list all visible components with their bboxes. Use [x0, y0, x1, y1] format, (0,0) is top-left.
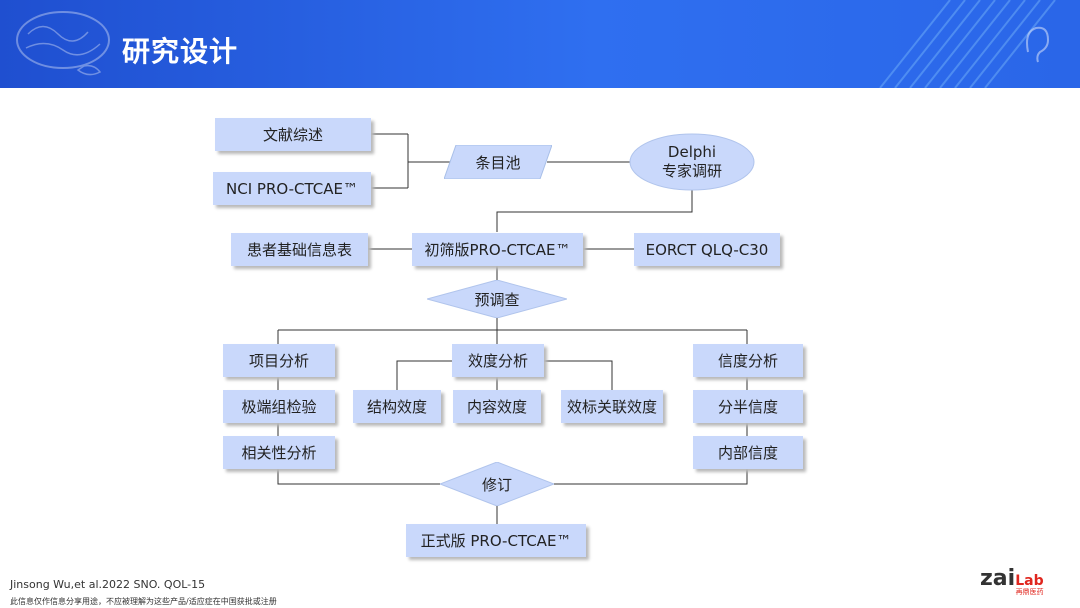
logo-accent: Lab: [1015, 573, 1044, 589]
extreme-group-label: 极端组检验: [241, 398, 317, 416]
item-analysis-box: 项目分析: [223, 344, 335, 377]
eortc-label: EORCT QLQ-C30: [645, 240, 769, 259]
item-pool-parallelogram: 条目池: [444, 145, 552, 179]
structural-validity-label: 结构效度: [366, 398, 427, 416]
revise-label: 修订: [481, 475, 512, 494]
patient-info-box: 患者基础信息表: [231, 233, 368, 266]
internal-reliability-label: 内部信度: [717, 444, 778, 462]
delphi-ellipse: Delphi 专家调研: [628, 132, 756, 192]
initial-version-box: 初筛版PRO-CTCAE™: [412, 233, 583, 266]
delphi-line2: 专家调研: [661, 162, 722, 180]
item-pool-label: 条目池: [475, 153, 521, 172]
initial-version-label: 初筛版PRO-CTCAE™: [424, 241, 571, 259]
header-banner: 研究设计: [0, 0, 1080, 88]
reliability-label: 信度分析: [717, 352, 778, 370]
reliability-box: 信度分析: [693, 344, 803, 377]
decorative-pattern: [879, 0, 1056, 88]
page-title: 研究设计: [122, 35, 239, 68]
correlation-box: 相关性分析: [223, 436, 335, 469]
final-version-box: 正式版 PRO-CTCAE™: [406, 524, 586, 557]
delphi-line1: Delphi: [667, 143, 717, 161]
structural-validity-box: 结构效度: [353, 390, 441, 423]
validity-label: 效度分析: [467, 352, 528, 370]
citation-text: Jinsong Wu,et al.2022 SNO. QOL-15: [10, 578, 206, 591]
content-validity-box: 内容效度: [453, 390, 541, 423]
item-analysis-label: 项目分析: [248, 352, 309, 370]
delphi-label: Delphi 专家调研: [628, 132, 756, 192]
lit-review-box: 文献综述: [215, 118, 371, 151]
criterion-validity-box: 效标关联效度: [561, 390, 663, 423]
nci-label: NCI PRO-CTCAE™: [226, 179, 358, 198]
pretest-diamond: 预调查: [427, 280, 567, 318]
revise-diamond: 修订: [440, 462, 554, 506]
patient-info-label: 患者基础信息表: [246, 241, 352, 259]
validity-box: 效度分析: [452, 344, 544, 377]
zailab-logo: zaiLab 再鼎医药: [980, 566, 1044, 597]
extreme-group-box: 极端组检验: [223, 390, 335, 423]
split-half-label: 分半信度: [717, 398, 778, 416]
brain-icon: [16, 11, 110, 76]
split-half-box: 分半信度: [693, 390, 803, 423]
nci-box: NCI PRO-CTCAE™: [213, 172, 371, 205]
final-version-label: 正式版 PRO-CTCAE™: [420, 532, 572, 550]
correlation-label: 相关性分析: [241, 444, 317, 462]
eortc-box: EORCT QLQ-C30: [634, 233, 780, 266]
logo-sub: 再鼎医药: [1015, 588, 1044, 596]
criterion-validity-label: 效标关联效度: [566, 398, 657, 416]
logo-main: zai: [980, 566, 1016, 591]
pretest-label: 预调查: [474, 290, 520, 309]
internal-reliability-box: 内部信度: [693, 436, 803, 469]
lit-review-label: 文献综述: [262, 126, 323, 144]
disclaimer-text: 此信息仅作信息分享用途，不应被理解为这些产品/适应症在中国获批或注册: [10, 597, 277, 606]
ear-icon: [1026, 26, 1050, 63]
content-validity-label: 内容效度: [466, 398, 527, 416]
